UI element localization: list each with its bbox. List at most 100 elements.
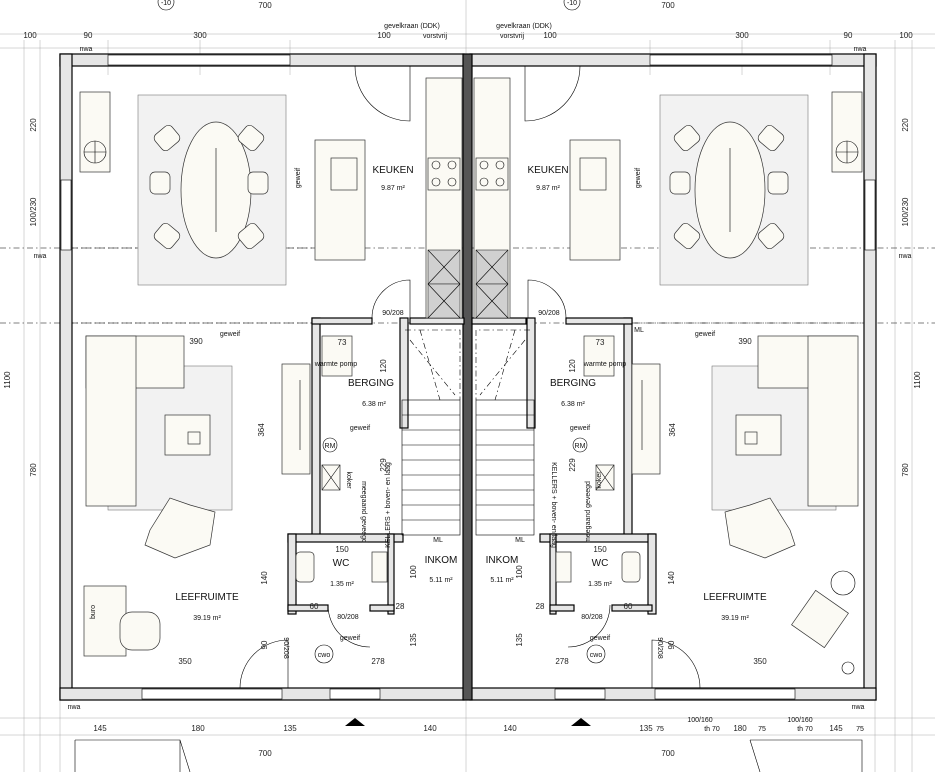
gutter-label-1: gevelkraan (DDK): [384, 23, 440, 30]
top-dim-2: 90: [84, 31, 93, 40]
area-keuken-left: 9.87 m²: [381, 185, 405, 192]
bottom-dim-7: 180: [733, 724, 747, 733]
dim-364-left: 364: [257, 423, 266, 437]
koker-left: koker: [345, 471, 352, 489]
bottom-dim-6: 135: [639, 724, 653, 733]
window-label-7: 75: [656, 726, 664, 733]
dim-350-left: 350: [178, 657, 192, 666]
top-dim-outer-left: 700: [258, 1, 272, 10]
ml-right: ML: [515, 537, 525, 544]
top-dim-outer-right: 700: [661, 1, 675, 10]
area-berging-right: 6.38 m²: [561, 401, 585, 408]
dim-390-left: 390: [189, 337, 203, 346]
door-label-front-left: 90/208: [282, 637, 289, 659]
gutter-label-4: vorstvrij: [500, 33, 525, 40]
bottom-dim-2: 180: [191, 724, 205, 733]
geweif-berging-right: geweif: [570, 425, 590, 432]
right-dim-2: 100/230: [901, 197, 910, 226]
bottom-dim-8: 145: [829, 724, 843, 733]
dim-150-right: 150: [593, 545, 607, 554]
geweif-kitchen-right: geweif: [635, 168, 642, 188]
room-keuken-right: KEUKEN: [527, 165, 568, 176]
dim-100-right: 100: [515, 565, 524, 579]
tall-units: [427, 249, 509, 319]
area-wc-right: 1.35 m²: [588, 581, 612, 588]
top-dim-6: 300: [735, 31, 749, 40]
door-label-kitchen-left: 90/208: [382, 310, 404, 317]
geweif-inkom-left: geweif: [340, 635, 360, 642]
left-dim-4: 780: [29, 463, 38, 477]
dim-120-left: 120: [379, 359, 388, 373]
dim-100-left: 100: [409, 565, 418, 579]
dim-120-right: 120: [568, 359, 577, 373]
warmtepomp-right: warmte pomp: [583, 361, 627, 368]
rm-right: RM: [575, 443, 586, 450]
room-inkom-right: INKOM: [486, 555, 519, 566]
dining-left: [137, 94, 287, 286]
window-label-4: 75: [856, 726, 864, 733]
area-inkom-left: 5.11 m²: [429, 577, 453, 584]
dim-278-left: 278: [371, 657, 385, 666]
bottom-dim-1: 145: [93, 724, 107, 733]
dim-73-right: 73: [596, 338, 605, 347]
kelders-left: KELLERS + boven- en laag: [385, 462, 392, 548]
nwa-label-tl: nwa: [80, 46, 93, 53]
dim-229-left: 229: [379, 458, 388, 472]
left-dim-3: 1100: [3, 371, 12, 389]
door-swings: [239, 65, 701, 689]
right-dim-1: 220: [901, 118, 910, 132]
top-dim-5: 100: [543, 31, 557, 40]
room-wc-left: WC: [333, 558, 350, 569]
bottom-dim-4: 140: [423, 724, 437, 733]
door-label-kitchen-right: 90/208: [538, 310, 560, 317]
left-dim-1: 220: [29, 118, 38, 132]
dining-right: [659, 94, 809, 286]
dim-150-left: 150: [335, 545, 349, 554]
stairs-right: [475, 329, 535, 536]
dim-229-right: 229: [568, 458, 577, 472]
geweif-berging-left: geweif: [350, 425, 370, 432]
door-label-wc-right: 80/208: [581, 614, 603, 621]
area-inkom-right: 5.11 m²: [490, 577, 514, 584]
nwa-label-l: nwa: [34, 253, 47, 260]
top-dim-7: 90: [844, 31, 853, 40]
dim-60-right: 60: [624, 602, 633, 611]
nwa-label-br: nwa: [852, 704, 865, 711]
geweif-inkom-right: geweif: [590, 635, 610, 642]
window-label-2: th 70: [704, 726, 720, 733]
nwa-label-r: nwa: [899, 253, 912, 260]
top-axis-label-right: -10: [567, 0, 577, 7]
dim-90-left: 90: [260, 640, 269, 649]
bottom-dim-3: 135: [283, 724, 297, 733]
area-keuken-right: 9.87 m²: [536, 185, 560, 192]
dim-278-right: 278: [555, 657, 569, 666]
top-dim-4: 100: [377, 31, 391, 40]
top-dim-1: 100: [23, 31, 37, 40]
window-label-6: th 70: [797, 726, 813, 733]
geweif-living-right: geweif: [695, 331, 715, 338]
dim-140-right: 140: [667, 571, 676, 585]
bottom-dim-outer-left: 700: [258, 749, 272, 758]
room-wc-right: WC: [592, 558, 609, 569]
room-inkom-left: INKOM: [425, 555, 458, 566]
gutter-label-2: vorstvrij: [423, 33, 448, 40]
door-label-front-right: 90/208: [656, 637, 663, 659]
door-label-wc-left: 80/208: [337, 614, 359, 621]
top-dim-3: 300: [193, 31, 207, 40]
area-berging-left: 6.38 m²: [362, 401, 386, 408]
gutter-label-3: gevelkraan (DDK): [496, 23, 552, 30]
meegaand-right: meegaand geveegd: [585, 481, 592, 543]
dim-60-left: 60: [310, 602, 319, 611]
nwa-label-tr: nwa: [854, 46, 867, 53]
dim-364-right: 364: [668, 423, 677, 437]
dim-350-right: 350: [753, 657, 767, 666]
room-berging-right: BERGING: [550, 378, 596, 389]
living-right: [631, 335, 859, 559]
stairs-left: [401, 329, 461, 536]
room-leefruimte-left: LEEFRUIMTE: [175, 592, 239, 603]
room-leefruimte-right: LEEFRUIMTE: [703, 592, 767, 603]
dim-28-right: 28: [536, 602, 545, 611]
area-wc-left: 1.35 m²: [330, 581, 354, 588]
window-label-1: 100/160: [687, 717, 712, 724]
